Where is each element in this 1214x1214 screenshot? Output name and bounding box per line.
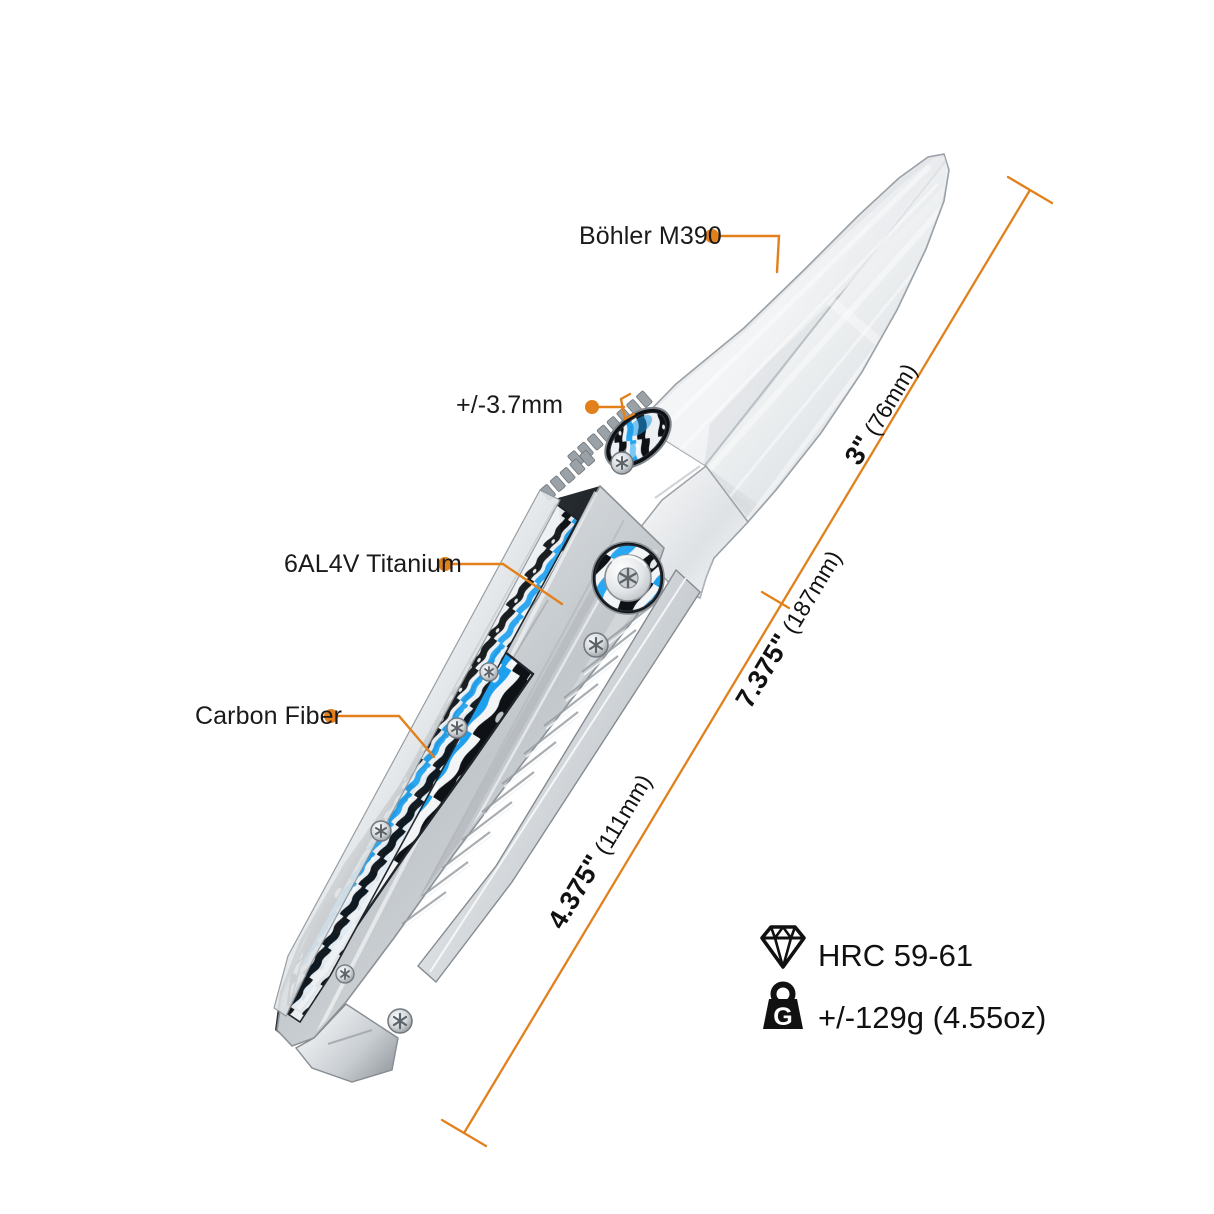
blade-choil-line <box>654 465 701 499</box>
dimension-tick-mid <box>760 590 791 610</box>
dimension-line-main <box>462 188 1032 1135</box>
callout-label-inlay-material: Carbon Fiber <box>195 702 343 730</box>
pommel-screw <box>387 1008 413 1034</box>
svg-text:G: G <box>773 1003 792 1031</box>
blade-spine-shade <box>706 172 948 522</box>
handle-grip-ribs <box>401 603 655 925</box>
callout-leaders <box>329 234 781 759</box>
callout-label-blade-steel: Böhler M390 <box>579 222 722 250</box>
diamond-icon <box>760 925 806 969</box>
handle-screws <box>335 632 609 1034</box>
frame-lock-bar <box>417 568 701 984</box>
lock-bar-highlight <box>429 577 687 973</box>
inlay-screw-mid <box>446 717 468 739</box>
inlay-screw-butt <box>335 964 355 984</box>
dimension-cap-top <box>1006 175 1054 205</box>
spec-icons: G <box>760 925 806 1031</box>
blade-heel-line <box>699 561 713 599</box>
thumb-stud-screw <box>610 451 634 475</box>
thickness-bracket <box>619 392 636 421</box>
spec-label-weight: +/-129g (4.55oz) <box>818 1000 1047 1035</box>
pivot-torx <box>619 567 637 589</box>
dot-handle-material <box>438 557 452 571</box>
dot-blade-thickness <box>585 400 599 414</box>
callout-label-handle-material: 6AL4V Titanium <box>284 550 462 578</box>
handle-backspacer <box>273 489 561 1017</box>
blade-group <box>636 153 950 600</box>
leader-handle-material <box>443 562 564 606</box>
blade-edge <box>640 156 948 466</box>
callout-dots <box>324 229 719 723</box>
dot-blade-steel <box>705 229 719 243</box>
weight-icon: G <box>763 981 803 1031</box>
handle-pommel <box>294 1003 399 1083</box>
handle-grip-ribs-highlight <box>403 606 657 928</box>
dot-inlay-material <box>324 709 338 723</box>
inlay-screw-top <box>479 662 499 682</box>
body-screw-upper <box>583 632 609 658</box>
dimension-cap-bottom <box>440 1118 488 1148</box>
pommel-line <box>327 1029 373 1045</box>
callout-label-blade-thickness: +/-3.7mm <box>456 391 564 419</box>
handle-group <box>273 484 701 1083</box>
leader-blade-steel <box>710 234 781 274</box>
leader-inlay-material <box>329 714 436 759</box>
pivot-assembly <box>591 541 665 615</box>
pivot-sheen <box>611 555 648 567</box>
inlay-screw-lower <box>370 820 392 842</box>
spec-label-hardness: HRC 59-61 <box>818 938 974 973</box>
dimension-line-group <box>440 175 1054 1148</box>
